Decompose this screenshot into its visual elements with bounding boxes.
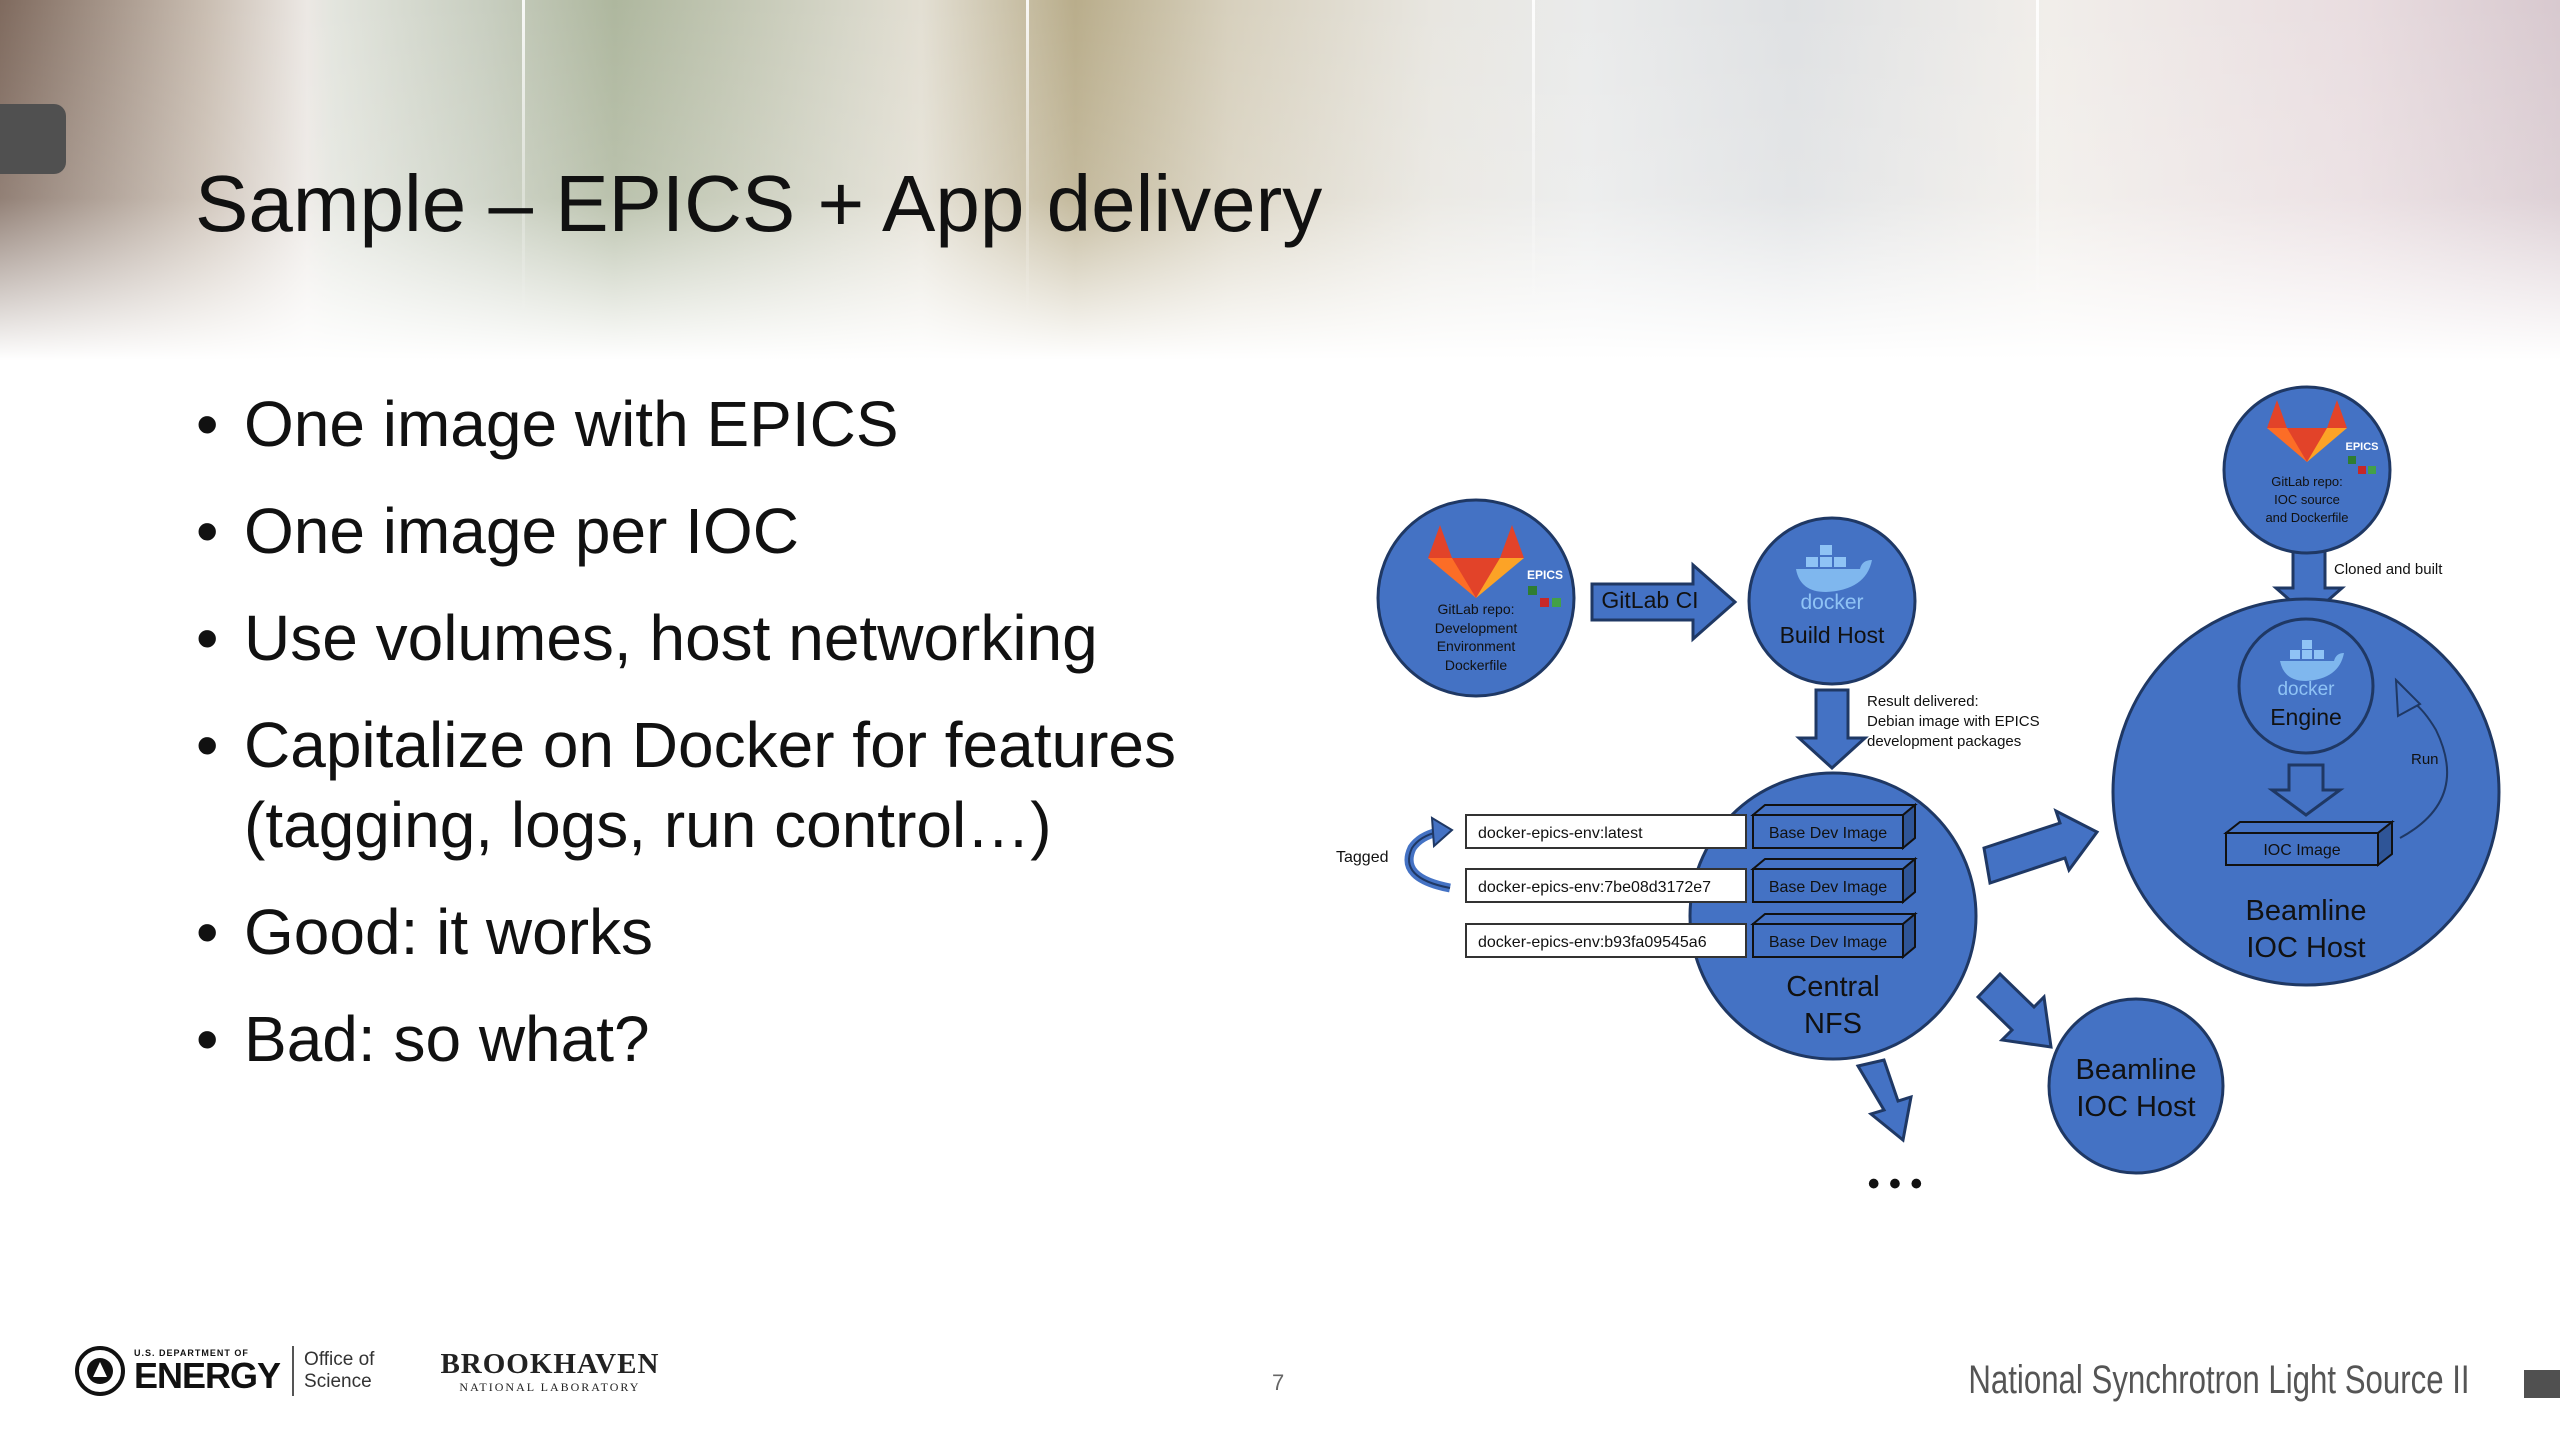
central-nfs-label: Central [1786,971,1880,1003]
epics-badge: EPICS [2345,441,2378,453]
tagged-label: Tagged [1336,849,1389,866]
beamline-label: Beamline [2246,895,2367,927]
bullet-item: Bad: so what? [196,999,1396,1079]
repo-label-line: Development [1435,620,1518,636]
bnl-name-text: BROOKHAVEN [440,1347,660,1380]
doe-energy-text: ENERGY [134,1354,281,1396]
tag-label: docker-epics-env:b93fa09545a6 [1478,934,1707,951]
bnl-logo: BROOKHAVEN NATIONAL LABORATORY [440,1347,660,1394]
repo-label-line: IOC source [2274,492,2340,507]
slide-title: Sample – EPICS + App delivery [195,159,1323,248]
epics-logo-icon [2348,456,2356,464]
arrow-icon [1855,1058,1913,1143]
footer-divider [292,1346,295,1396]
epics-logo-icon [2368,466,2376,474]
arrow-icon [1590,561,1738,643]
arrow-icon [2267,763,2345,817]
base-dev-image-stack: Base Dev Image Base Dev Image Base Dev I… [1750,802,1918,960]
tagged-curved-arrow-icon [1404,816,1454,893]
run-label: Run [2411,751,2439,768]
tag-label: docker-epics-env:7be08d3172e7 [1478,879,1711,896]
engine-label: Engine [2270,704,2342,730]
bnl-sub-text: NATIONAL LABORATORY [459,1379,641,1394]
bullet-item: Use volumes, host networking [196,598,1396,678]
repo-label-line: Dockerfile [1445,657,1507,673]
bullet-item: Good: it works [196,892,1396,972]
page-number: 7 [1272,1370,1285,1395]
epics-logo-icon [1540,598,1549,607]
doe-small-text: U.S. DEPARTMENT OF [134,1347,249,1358]
docker-whale-icon [2280,640,2344,681]
central-nfs-label: NFS [1804,1008,1862,1040]
build-host-label: Build Host [1780,622,1885,648]
docker-wordmark: docker [2277,679,2335,700]
epics-badge: EPICS [1527,568,1563,582]
engine-node [2237,617,2375,755]
bullet-list: One image with EPICS One image per IOC U… [196,384,1396,1106]
gitlab-dev-repo-node: EPICS GitLab repo: Development Environme… [1376,498,1576,698]
doe-seal-icon [75,1346,125,1396]
base-dev-image-box: Base Dev Image [1750,911,1918,960]
banner-divider [1532,0,1535,320]
docker-wordmark: docker [1800,591,1863,614]
doe-logo: U.S. DEPARTMENT OF ENERGY Office of Scie… [74,1345,659,1397]
docker-delivery-diagram: EPICS GitLab repo: Development Environme… [1336,385,2501,1203]
base-dev-image-box: Base Dev Image [1750,802,1918,851]
footer-marker-bar [2524,1370,2560,1398]
result-text: Debian image with EPICS [1867,713,2040,730]
header-banner [0,0,2560,360]
arrow-icon [1982,807,2100,885]
bullet-item: One image per IOC [196,491,1396,571]
base-dev-image-label: Base Dev Image [1769,825,1887,842]
base-dev-image-label: Base Dev Image [1769,879,1887,896]
tag-label: docker-epics-env:latest [1478,825,1643,842]
office-of-text: Office of [304,1349,375,1371]
gitlab-ioc-repo-node: EPICS GitLab repo: IOC source and Docker… [2222,385,2392,555]
slide-marker-tab [0,104,66,174]
beamline-label: IOC Host [2246,932,2365,964]
repo-label-line: Environment [1437,638,1516,654]
nsls-footer-text: National Synchrotron Light Source II [1968,1358,2470,1402]
banner-divider [1026,0,1029,320]
arrow-icon [1975,971,2053,1049]
result-text: development packages [1867,733,2021,750]
beamline-label: Beamline [2076,1054,2197,1086]
epics-logo-icon [2358,466,2366,474]
ioc-image-label: IOC Image [2263,842,2340,859]
ioc-image-box: IOC Image [2223,819,2395,868]
tag-list: docker-epics-env:latest docker-epics-env… [1465,814,1747,958]
bullet-item: Capitalize on Docker for features (taggi… [196,705,1396,865]
beamline-label: IOC Host [2076,1091,2195,1123]
result-text: Result delivered: [1867,693,1979,710]
arrow-icon [1795,688,1869,771]
cloned-built-label: Cloned and built [2334,561,2443,578]
epics-logo-icon [1528,586,1537,595]
gitlab-logo-icon [2267,400,2347,462]
beamline-ioc-host-main-node: docker Engine IOC Image Run Beamline IOC… [2111,597,2501,987]
science-text: Science [304,1371,372,1392]
build-host-node: docker Build Host [1747,516,1917,686]
repo-label-line: GitLab repo: [1437,601,1514,617]
repo-label-line: GitLab repo: [2271,474,2343,489]
base-dev-image-box: Base Dev Image [1750,856,1918,905]
bullet-item: One image with EPICS [196,384,1396,464]
banner-divider [522,0,525,320]
run-curved-arrow-icon [2394,677,2453,843]
epics-logo-icon [1552,598,1561,607]
beamline-ioc-host-secondary-node: Beamline IOC Host [2047,997,2225,1175]
banner-divider [2036,0,2039,320]
ellipsis: • • • [1868,1165,1923,1203]
gitlab-ci-label: GitLab CI [1601,587,1698,613]
repo-label-line: and Dockerfile [2265,510,2348,525]
base-dev-image-label: Base Dev Image [1769,934,1887,951]
docker-whale-icon [1796,545,1872,592]
gitlab-logo-icon [1428,525,1524,598]
